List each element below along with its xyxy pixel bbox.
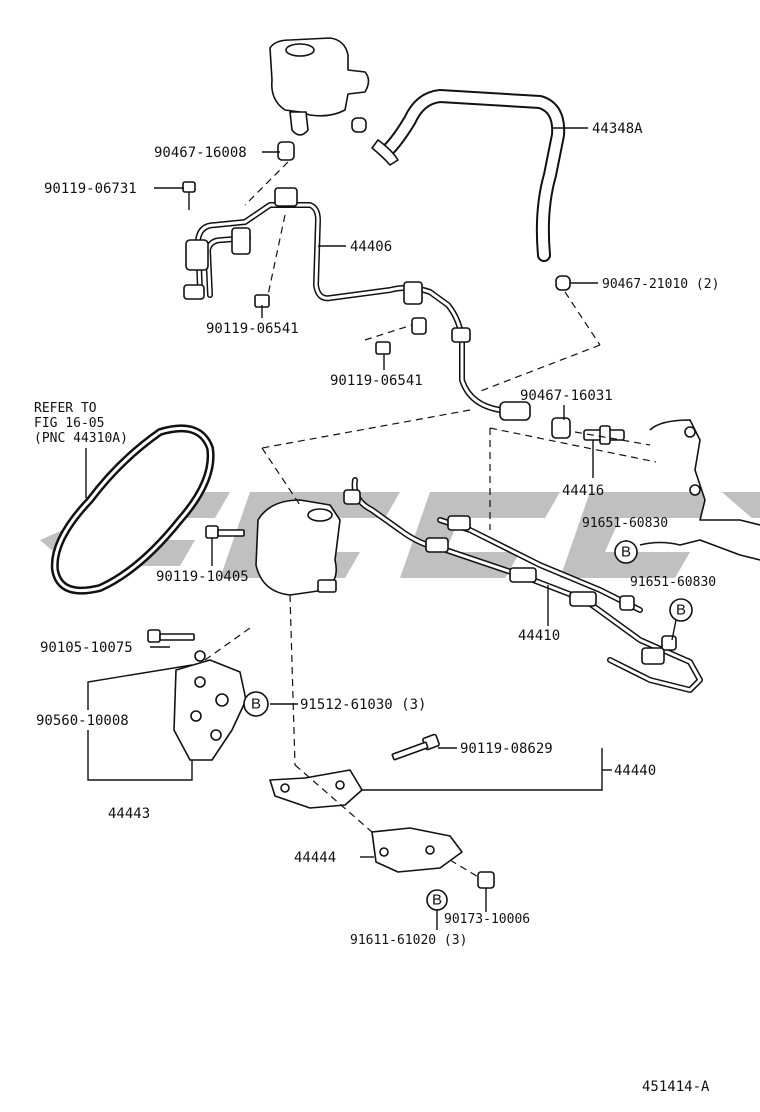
nut-90173-10006 xyxy=(477,871,495,889)
svg-text:FIG 16-05: FIG 16-05 xyxy=(34,416,104,431)
label-90467-16008: 90467-16008 xyxy=(154,145,247,161)
label-90119-06541-a: 90119-06541 xyxy=(206,321,299,337)
label-90119-06731: 90119-06731 xyxy=(44,181,137,197)
hose-clip-90467-21010 xyxy=(555,275,571,291)
union-fitting-44416 xyxy=(583,425,625,445)
label-44440: 44440 xyxy=(614,763,656,779)
power-steering-pump xyxy=(255,499,341,596)
label-44416: 44416 xyxy=(562,483,604,499)
pressure-tube-44406 xyxy=(183,187,531,421)
label-90119-08629: 90119-08629 xyxy=(460,741,553,757)
label-44410: 44410 xyxy=(518,628,560,644)
svg-text:B: B xyxy=(251,696,261,713)
connector-badge-b-3: B xyxy=(243,691,269,717)
pump-bracket-44444 xyxy=(371,827,463,873)
alignment-dashes xyxy=(204,161,657,879)
label-91651-60830-a: 91651-60830 xyxy=(582,516,668,531)
label-90560-10008: 90560-10008 xyxy=(36,713,129,729)
label-90467-21010: 90467-21010 (2) xyxy=(602,277,719,292)
pump-bracket-44440 xyxy=(269,769,363,809)
connector-badge-b-4: B xyxy=(426,889,448,911)
reservoir-tank xyxy=(269,37,370,136)
label-91611-61020: 91611-61020 (3) xyxy=(350,933,467,948)
bolt-90119-06541-b xyxy=(375,341,391,355)
label-90105-10075: 90105-10075 xyxy=(40,640,133,656)
svg-text:(PNC 44310A): (PNC 44310A) xyxy=(34,431,128,446)
label-44406: 44406 xyxy=(350,239,392,255)
label-44444: 44444 xyxy=(294,850,336,866)
label-44348A: 44348A xyxy=(592,121,643,137)
hose-clip-90467-16008 xyxy=(277,141,295,161)
connector-badge-b-1: B xyxy=(614,540,638,564)
return-hose-44348A xyxy=(371,89,566,262)
steering-gear-housing xyxy=(639,419,760,561)
svg-text:B: B xyxy=(432,892,442,909)
label-91651-60830-b: 91651-60830 xyxy=(630,575,716,590)
reference-note: REFER TO FIG 16-05 (PNC 44310A) xyxy=(34,401,128,446)
drive-belt xyxy=(50,424,215,595)
bolt-90105-10075 xyxy=(147,629,206,662)
svg-text:B: B xyxy=(621,544,631,561)
label-91512-61030: 91512-61030 (3) xyxy=(300,697,426,713)
bolt-90119-06731 xyxy=(182,181,196,210)
connector-badge-b-2: B xyxy=(669,598,693,622)
label-90173-10006: 90173-10006 xyxy=(444,912,530,927)
label-44443: 44443 xyxy=(108,806,150,822)
pressure-feed-tube-44410 xyxy=(343,477,703,693)
bolt-90119-08629 xyxy=(391,733,440,761)
bolt-90119-10405 xyxy=(205,525,245,539)
hose-clamp xyxy=(351,117,367,133)
label-90119-06541-b: 90119-06541 xyxy=(330,373,423,389)
pump-bracket-44443 xyxy=(173,659,247,761)
label-90467-16031: 90467-16031 xyxy=(520,388,613,404)
drawing-number: 451414-A xyxy=(642,1079,710,1095)
svg-text:REFER TO: REFER TO xyxy=(34,401,97,416)
svg-text:B: B xyxy=(676,602,686,619)
label-90119-10405: 90119-10405 xyxy=(156,569,249,585)
gasket-90467-16031 xyxy=(551,417,571,439)
